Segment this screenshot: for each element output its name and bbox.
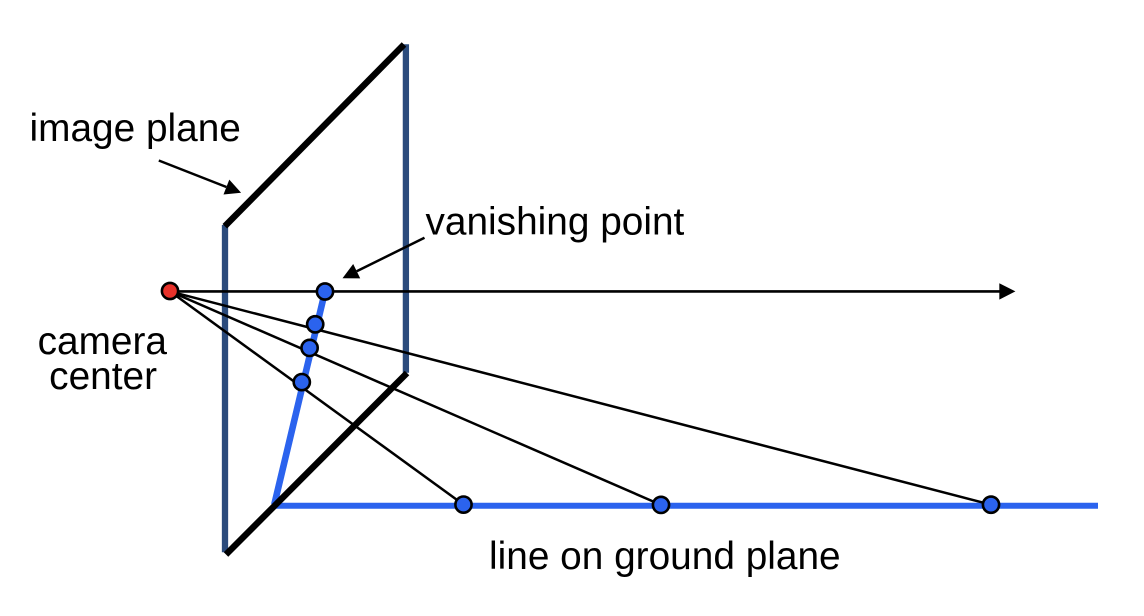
svg-text:line on ground plane: line on ground plane <box>489 535 841 578</box>
svg-text:camera: camera <box>38 320 168 363</box>
svg-text:image plane: image plane <box>30 107 241 150</box>
svg-text:center: center <box>49 355 157 398</box>
svg-text:vanishing point: vanishing point <box>426 200 685 243</box>
